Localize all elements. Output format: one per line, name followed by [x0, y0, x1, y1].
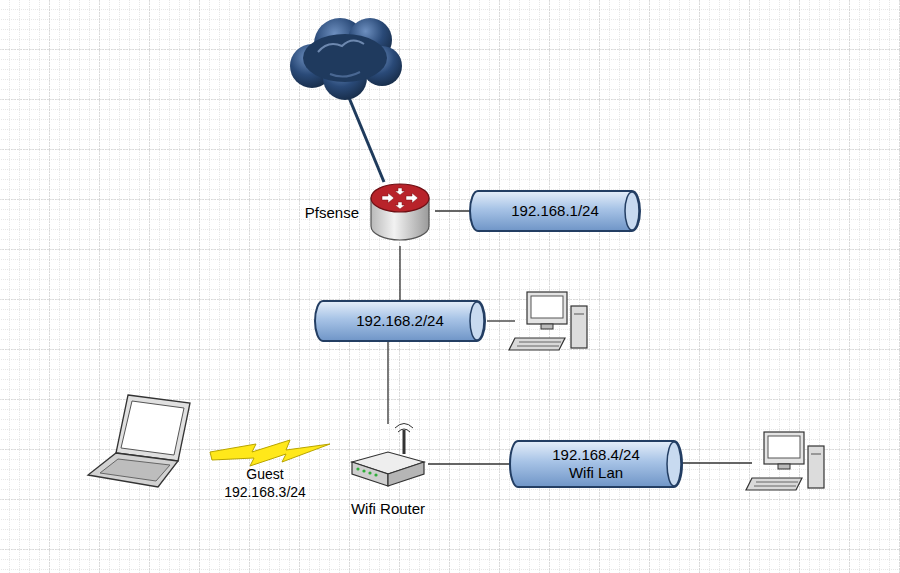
router-icon-part — [352, 462, 388, 486]
router-icon-part — [403, 430, 406, 454]
pc-link — [487, 320, 515, 321]
subnet-label: 192.168.2/24 — [356, 312, 444, 330]
device-label: Pfsense — [305, 204, 359, 222]
segment-cylinder-part — [470, 191, 640, 231]
laptop-part — [116, 395, 190, 461]
subnet-label: 192.168.4/24 Wifi Lan — [546, 446, 646, 482]
laptop-part — [100, 459, 170, 481]
internet-cloud — [290, 18, 402, 100]
desktop-computer-part — [574, 314, 584, 315]
desktop-computer-part — [768, 436, 800, 458]
segment-cylinder-part — [470, 302, 484, 340]
laptop-part — [88, 453, 178, 487]
firewall-icon-part — [395, 188, 405, 195]
desktop-computer-part — [571, 306, 587, 348]
desktop-computer-part — [764, 432, 804, 464]
desktop-computer-part — [541, 324, 553, 329]
internet-cloud-part — [303, 34, 387, 82]
desktop-computer-part — [531, 296, 563, 318]
subnet-label: 192.168.1/24 — [511, 202, 599, 220]
router-icon-part — [374, 473, 377, 476]
desktop-computer — [509, 292, 587, 350]
network-segment: 192.168.1/24 — [470, 190, 640, 232]
desktop-computer-part — [517, 346, 559, 347]
desktop-computer-part — [509, 338, 565, 350]
desktop-computer-part — [778, 464, 790, 469]
internet-cloud-part — [318, 40, 364, 52]
firewall-icon-part — [395, 202, 405, 209]
wifi-router: Wifi Router — [348, 424, 428, 490]
firewall-router: Pfsense — [365, 176, 435, 246]
segment-cylinder-part — [315, 301, 485, 341]
desktop-computer-part — [527, 292, 567, 324]
network-segment: 192.168.4/24 Wifi Lan — [510, 440, 682, 488]
segment-cylinder-part — [667, 442, 681, 486]
segment-cylinder-part — [510, 441, 682, 487]
device-label: Wifi Router — [351, 500, 425, 518]
router-icon-part — [395, 424, 413, 433]
segment-cylinder-part — [625, 192, 639, 230]
desktop-computer-part — [756, 482, 798, 483]
network-link — [399, 246, 400, 300]
router-icon-part — [388, 462, 424, 486]
internet-link — [345, 88, 384, 182]
desktop-computer — [746, 432, 824, 490]
firewall-icon — [365, 176, 435, 246]
router-icon-part — [362, 469, 365, 472]
firewall-icon-part — [406, 193, 418, 203]
desktop-computer-part — [746, 478, 802, 490]
laptop-part — [121, 401, 184, 455]
desktop-computer-part — [754, 486, 796, 487]
router-icon-part — [368, 471, 371, 474]
router-icon — [348, 424, 428, 490]
network-segment: 192.168.2/24 — [315, 300, 485, 342]
network-link — [435, 210, 470, 211]
link-label: Guest 192.168.3/24 — [215, 466, 315, 501]
router-icon-part — [356, 467, 359, 470]
desktop-computer-part — [811, 454, 821, 455]
pc-link — [682, 462, 752, 463]
desktop-computer-part — [519, 342, 561, 343]
desktop-computer-part — [808, 446, 824, 488]
wireless-bolt — [210, 440, 330, 466]
laptop — [88, 395, 190, 487]
firewall-icon-part — [371, 184, 429, 212]
network-link — [387, 342, 388, 424]
firewall-icon-part — [382, 193, 394, 203]
network-link — [428, 463, 510, 464]
internet-cloud-part — [330, 72, 360, 77]
